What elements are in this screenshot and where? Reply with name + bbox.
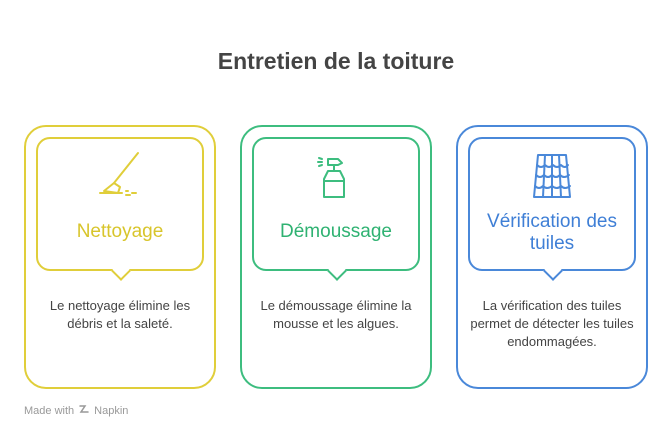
card-header: Démoussage [252, 137, 420, 281]
spray-bottle-icon [308, 151, 364, 206]
diagram-title: Entretien de la toiture [217, 48, 455, 74]
pointer [111, 261, 131, 281]
broom-icon [92, 151, 148, 206]
pointer [543, 261, 563, 281]
card-description: La vérification des tuiles permet de dét… [470, 298, 634, 349]
card-header: Vérification des tuiles [468, 137, 636, 281]
card-verification: Vérification des tuiles La vérification … [456, 125, 648, 389]
card-title: Démoussage [280, 221, 392, 242]
card-description: Le démoussage élimine la mousse et les a… [260, 298, 412, 331]
card-title: Nettoyage [76, 221, 164, 242]
roof-tiles-icon [524, 151, 580, 206]
card-header: Nettoyage [36, 137, 204, 281]
napkin-logo-icon [78, 403, 90, 418]
made-with-label: Made with [24, 404, 75, 417]
napkin-brand: Napkin [94, 404, 129, 417]
card-nettoyage: Nettoyage Le nettoyage élimine les débri… [24, 125, 216, 389]
footer-attribution: Made with Napkin [24, 403, 128, 418]
card-demoussage: Démoussage Le démoussage élimine la mous… [240, 125, 432, 389]
card-title: Vérification des tuiles [487, 211, 617, 254]
card-description: Le nettoyage élimine les débris et la sa… [49, 298, 191, 331]
pointer [327, 261, 347, 281]
